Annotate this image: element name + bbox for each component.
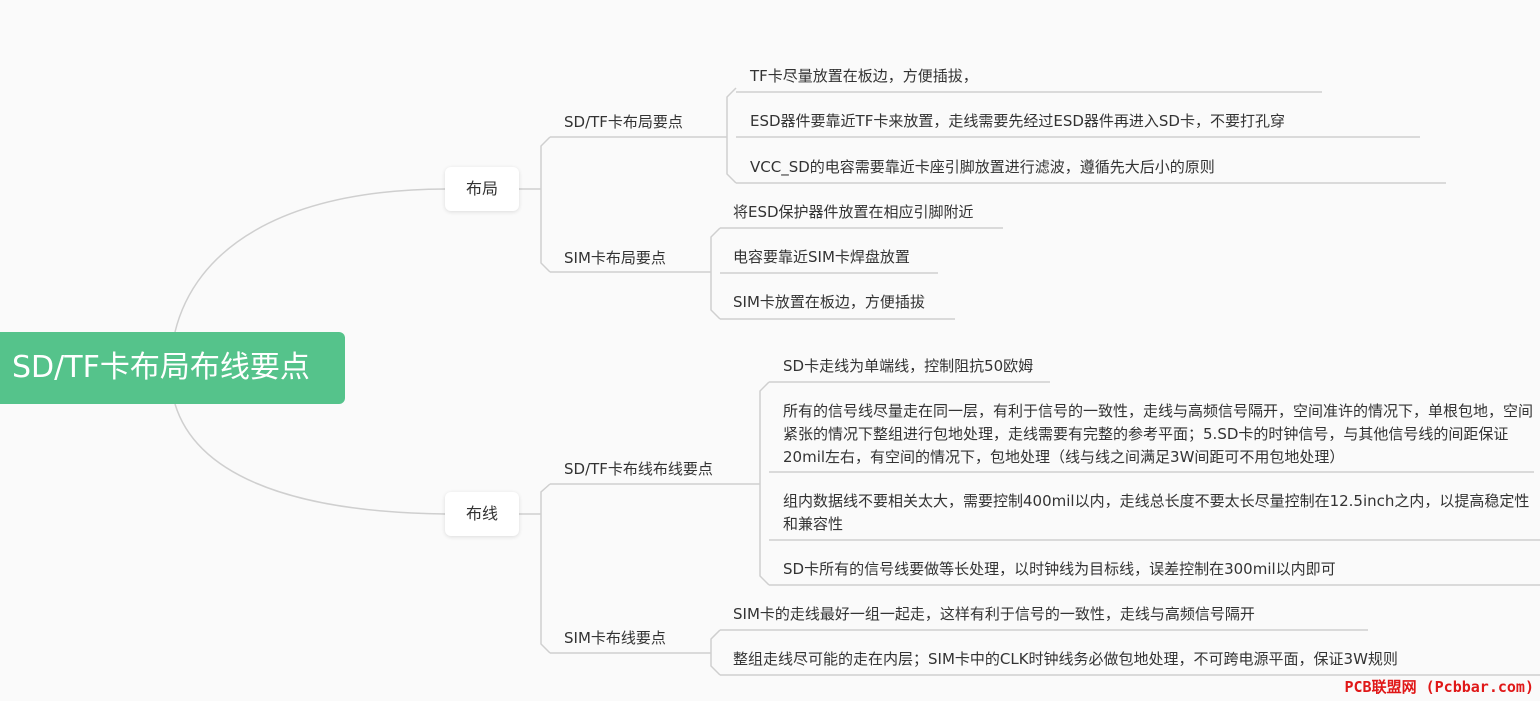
bracket-sim-layout — [710, 227, 721, 320]
bracket-sd-layout — [726, 87, 737, 184]
leaf-item[interactable]: 电容要靠近SIM卡焊盘放置 — [733, 248, 910, 266]
group-sd-routing[interactable]: SD/TF卡布线布线要点 — [564, 460, 713, 478]
bracket-sd-routing — [759, 381, 770, 586]
connector-root-layout — [174, 188, 446, 333]
root-topic[interactable]: SD/TF卡布局布线要点 — [0, 332, 345, 404]
branch-routing[interactable]: 布线 — [445, 492, 519, 536]
leaf-item[interactable]: SIM卡放置在板边，方便插拔 — [733, 293, 925, 311]
leaf-item[interactable]: SD卡走线为单端线，控制阻抗50欧姆 — [783, 357, 1034, 375]
leaf-item[interactable]: TF卡尽量放置在板边，方便插拔， — [750, 67, 978, 85]
bracket-sim-routing — [710, 629, 721, 676]
leaf-item[interactable]: VCC_SD的电容需要靠近卡座引脚放置进行滤波，遵循先大后小的原则 — [750, 158, 1215, 176]
leaf-item[interactable]: 整组走线尽可能的走在内层；SIM卡中的CLK时钟线务必做包地处理，不可跨电源平面… — [733, 650, 1398, 668]
leaf-item[interactable]: SD卡所有的信号线要做等长处理，以时钟线为目标线，误差控制在300mil以内即可 — [783, 560, 1336, 578]
group-sim-routing[interactable]: SIM卡布线要点 — [564, 629, 666, 647]
group-sim-layout[interactable]: SIM卡布局要点 — [564, 249, 666, 267]
leaf-item[interactable]: SIM卡的走线最好一组一起走，这样有利于信号的一致性，走线与高频信号隔开 — [733, 605, 1255, 623]
group-sd-layout[interactable]: SD/TF卡布局要点 — [564, 113, 683, 131]
branch-layout[interactable]: 布局 — [445, 167, 519, 211]
leaf-item[interactable]: ESD器件要靠近TF卡来放置，走线需要先经过ESD器件再进入SD卡，不要打孔穿 — [750, 112, 1285, 130]
watermark-text: PCB联盟网 (Pcbbar.com) — [1344, 678, 1535, 696]
connector-routing-groups — [519, 483, 551, 654]
connector-layout-groups — [519, 136, 551, 273]
leaf-item[interactable]: 将ESD保护器件放置在相应引脚附近 — [733, 203, 974, 221]
leaf-item[interactable]: 所有的信号线尽量走在同一层，有利于信号的一致性，走线与高频信号隔开，空间准许的情… — [783, 402, 1534, 466]
connector-root-routing — [174, 403, 446, 515]
leaf-item[interactable]: 组内数据线不要相关太大，需要控制400mil以内，走线总长度不要太长尽量控制在1… — [783, 492, 1530, 533]
